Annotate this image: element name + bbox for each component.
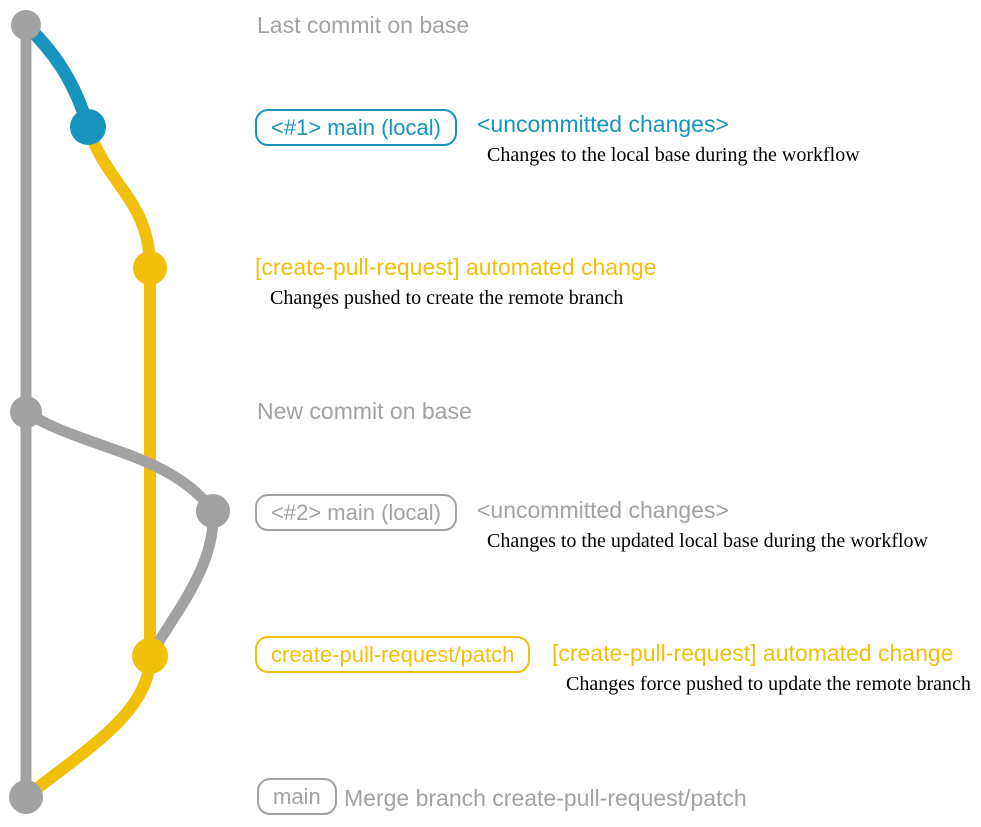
- commit2-label: [create-pull-request] automated change: [255, 254, 657, 280]
- commit4-label: [create-pull-request] automated change: [552, 640, 954, 666]
- branch-badge-main-local-2: <#2> main (local): [255, 494, 457, 531]
- commit2-description: Changes pushed to create the remote bran…: [270, 287, 624, 309]
- commit3-label: <uncommitted changes>: [477, 497, 729, 523]
- commit-dot-local-1: [70, 109, 106, 145]
- merge-commit-label: Merge branch create-pull-request/patch: [344, 785, 747, 811]
- last-commit-label: Last commit on base: [257, 12, 470, 38]
- commit4-description: Changes force pushed to update the remot…: [566, 673, 971, 695]
- commit1-description: Changes to the local base during the wor…: [487, 144, 860, 166]
- commit-dot-patch-2: [132, 638, 168, 674]
- branch-badge-main: main: [257, 778, 337, 815]
- commit-dot-merge: [9, 780, 43, 814]
- new-commit-label: New commit on base: [257, 398, 472, 424]
- commit-dot-last-base: [11, 10, 41, 40]
- commit1-label: <uncommitted changes>: [477, 111, 729, 137]
- commit3-description: Changes to the updated local base during…: [487, 530, 928, 552]
- commit-dot-local-2: [196, 494, 230, 528]
- branch-badge-patch: create-pull-request/patch: [255, 636, 531, 673]
- patch-branch-line: [20, 121, 156, 803]
- branch-badge-main-local-1: <#1> main (local): [255, 109, 457, 146]
- updated-local-branch-line: [20, 406, 219, 662]
- commit-dot-patch-1: [133, 251, 167, 285]
- commit-dot-new-base: [10, 396, 42, 428]
